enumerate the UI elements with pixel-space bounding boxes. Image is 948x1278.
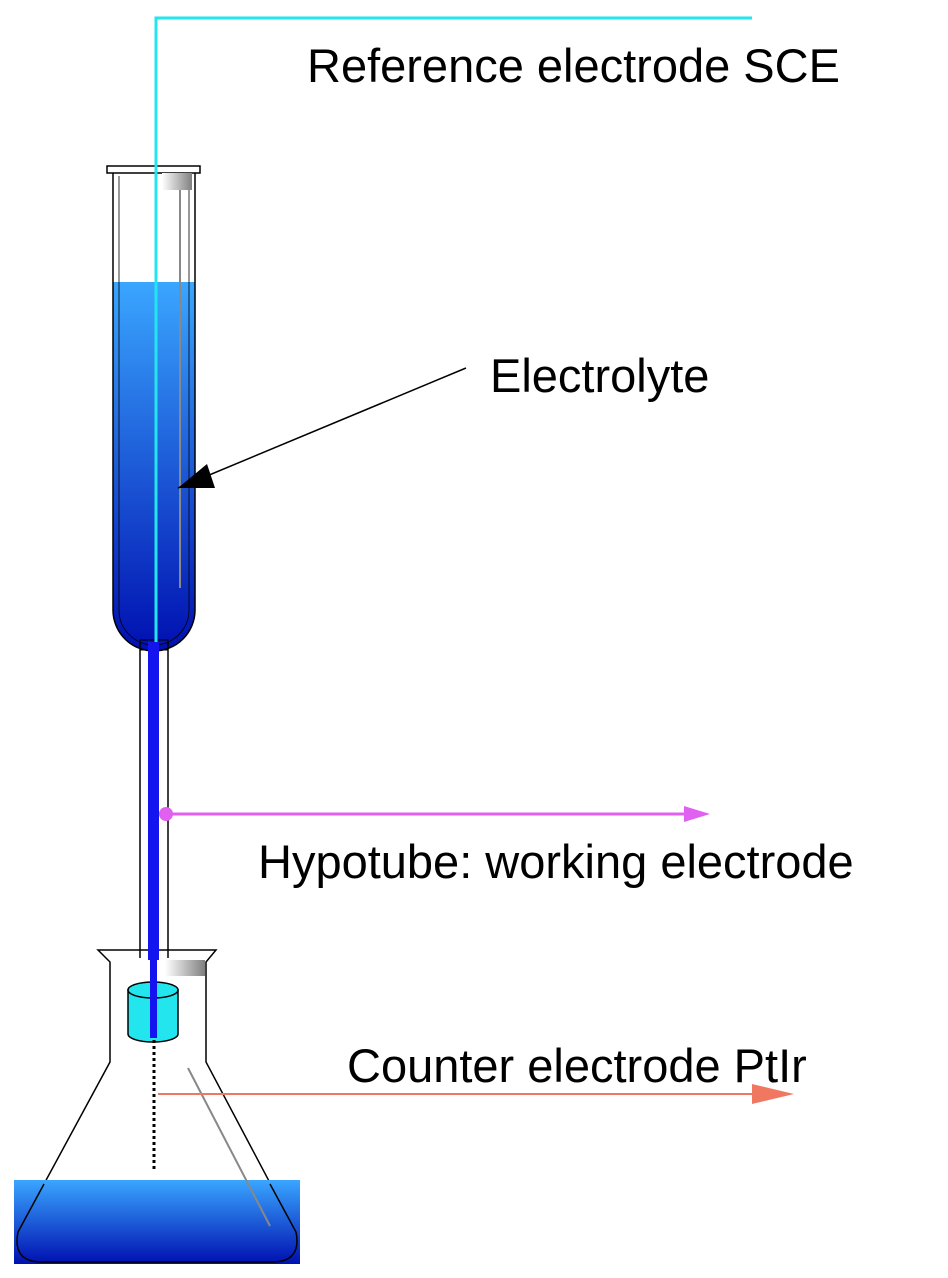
label-reference-electrode: Reference electrode SCE: [307, 39, 840, 92]
reference-tube: [106, 165, 201, 652]
label-hypotube: Hypotube: working electrode: [258, 835, 854, 888]
flask-seal: [165, 960, 205, 976]
label-electrolyte: Electrolyte: [490, 349, 709, 402]
electrolyte-arrow-head: [178, 464, 215, 488]
hypotube: [148, 642, 159, 960]
tube-rim: [106, 165, 201, 174]
flask-electrolyte-bath: [14, 1180, 300, 1264]
counter-pointer-head: [752, 1084, 794, 1104]
hypotube-pointer-head: [684, 806, 710, 822]
electrolyte-arrow-line: [177, 367, 467, 489]
tube-seal: [162, 173, 192, 190]
label-counter-electrode: Counter electrode PtIr: [347, 1039, 807, 1092]
hypotube-lower: [150, 960, 157, 1038]
reference-electrode-wire: [154, 16, 752, 642]
flask: [14, 949, 300, 1264]
tube-electrolyte: [113, 282, 195, 650]
